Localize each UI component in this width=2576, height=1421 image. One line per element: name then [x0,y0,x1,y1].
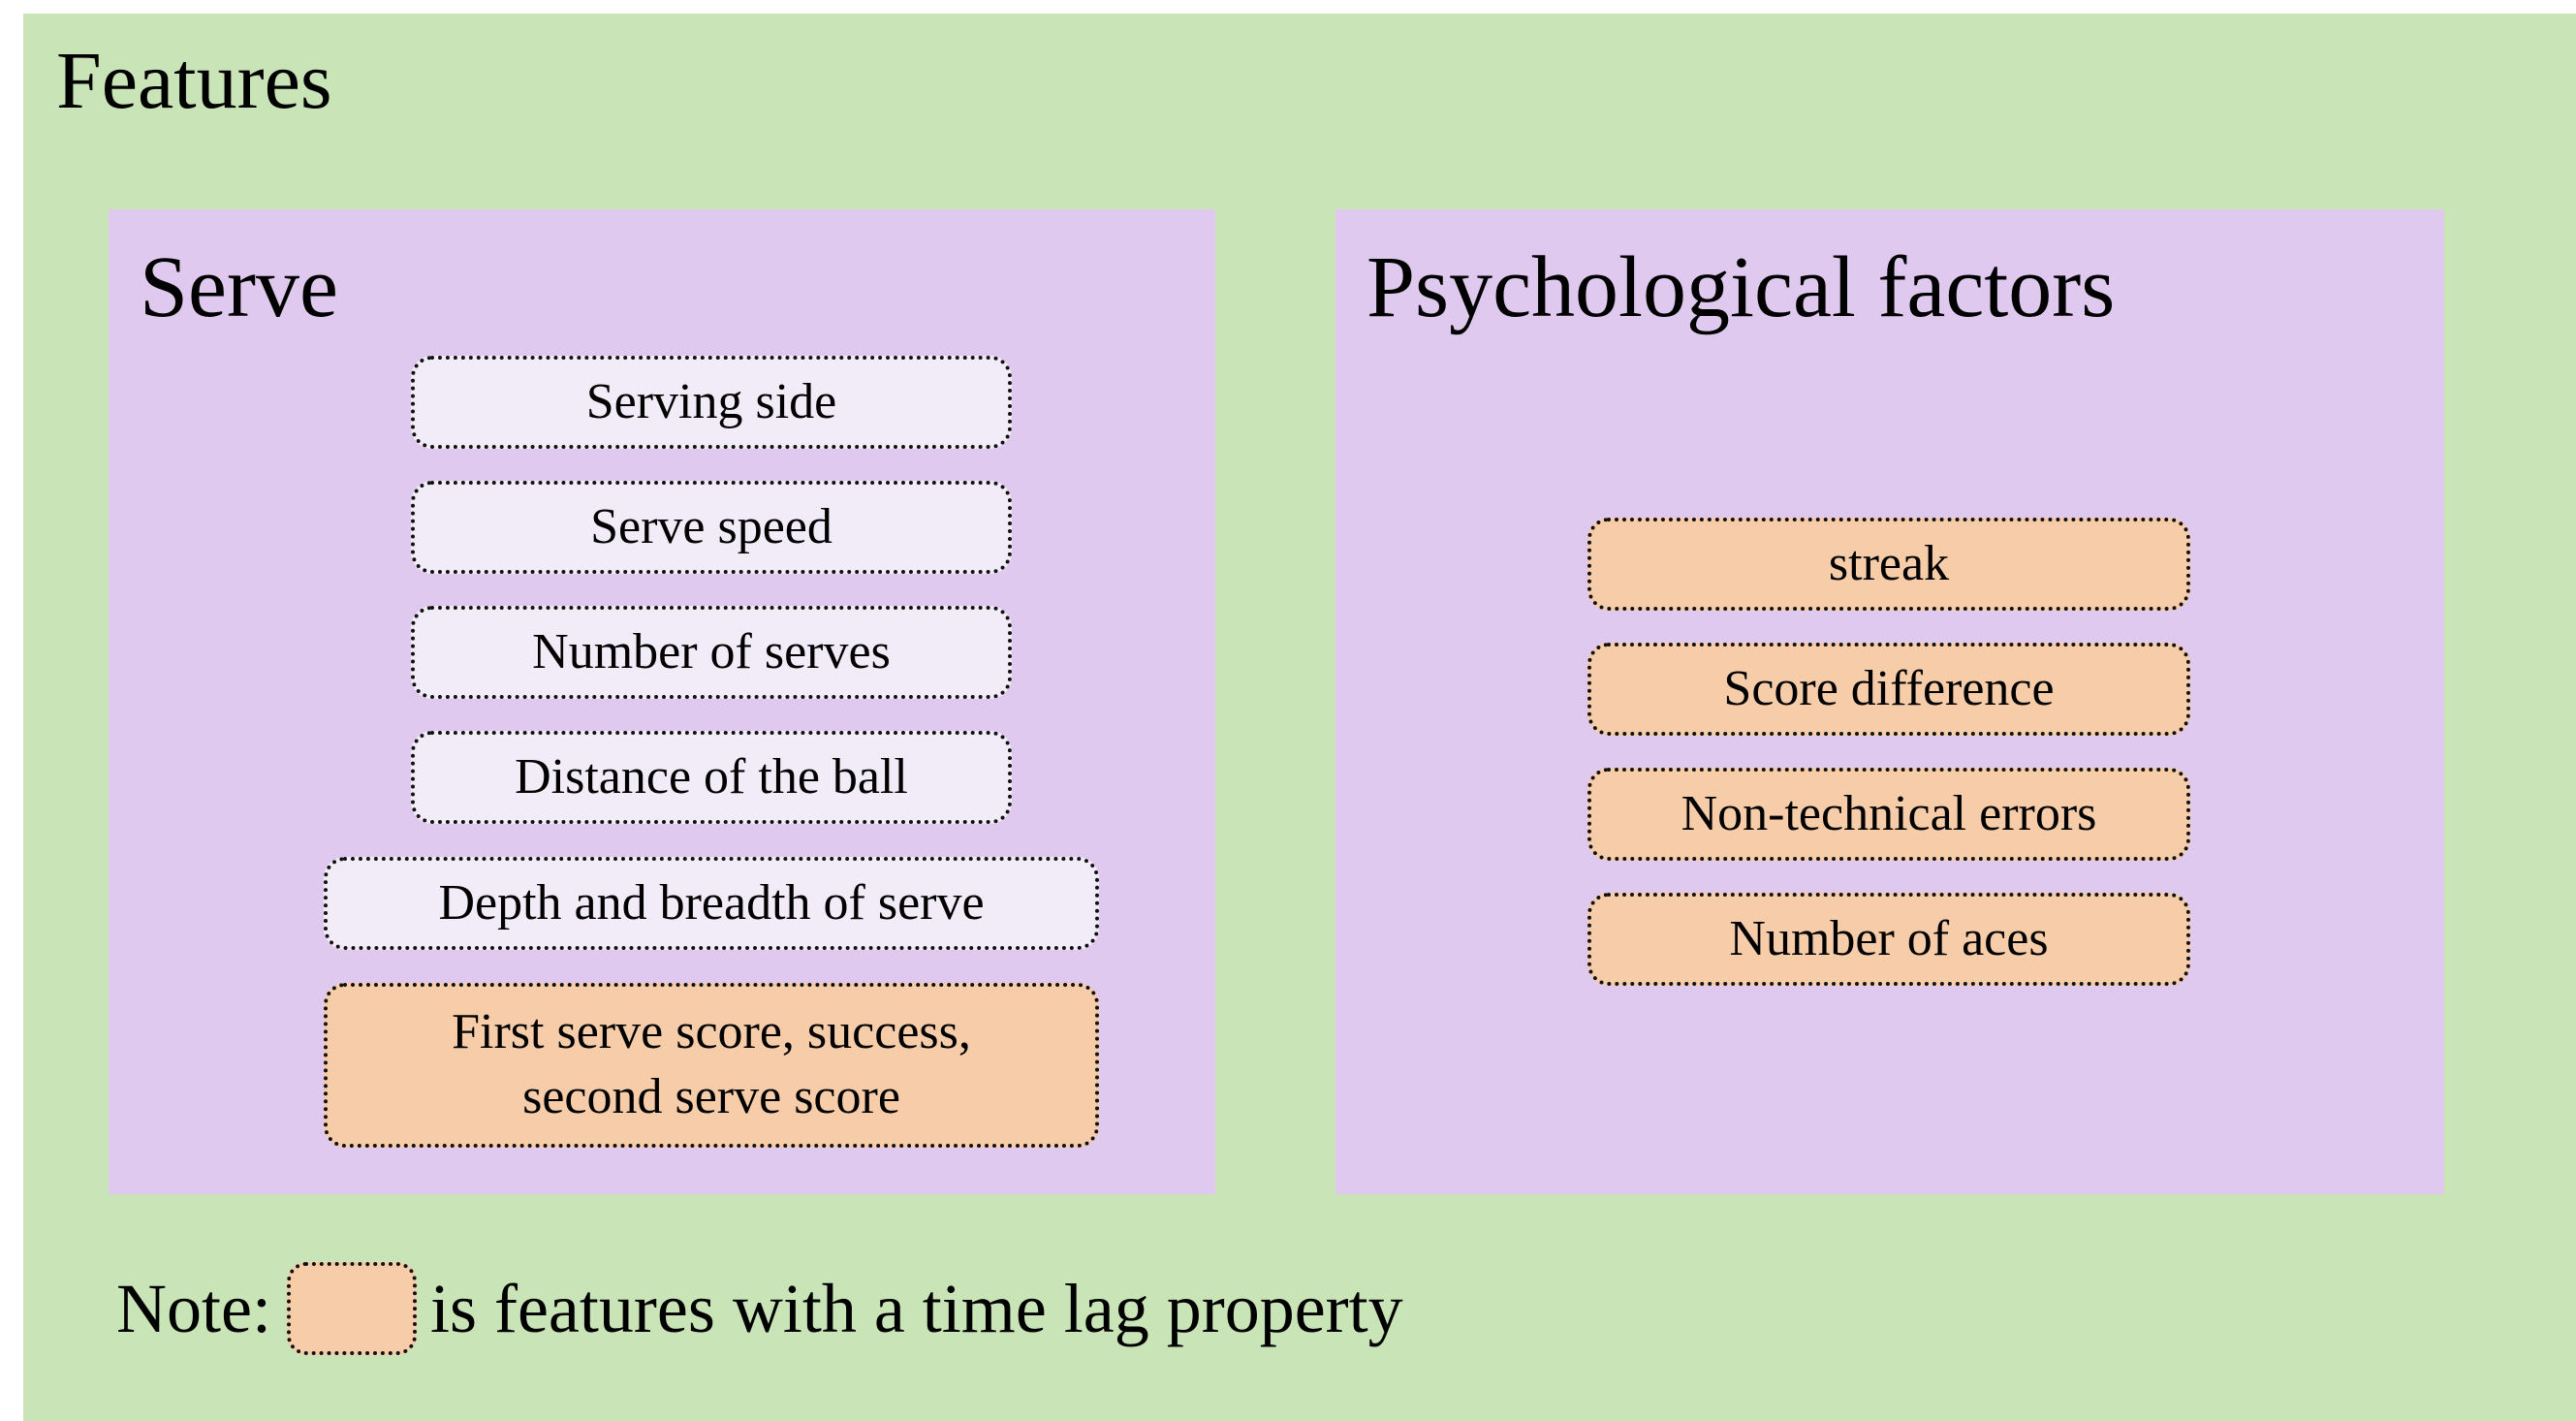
feature-first-serve-score: First serve score, success, second serve… [324,983,1099,1148]
feature-label: Number of aces [1729,910,2049,966]
psychological-factors-panel-title: Psychological factors [1367,239,2116,335]
feature-label: Serving side [585,373,837,429]
feature-label: Depth and breadth of serve [438,874,985,931]
legend-note: Note: is features with a time lag proper… [116,1260,1403,1357]
feature-label: Non-technical errors [1681,785,2097,841]
feature-number-of-serves: Number of serves [411,606,1012,699]
feature-label-line-2: second serve score [522,1069,900,1124]
feature-non-technical-errors: Non-technical errors [1587,768,2190,861]
time-lag-legend-swatch [286,1262,417,1355]
feature-score-difference: Score difference [1587,643,2190,736]
feature-serving-side: Serving side [411,356,1012,449]
feature-label: Score difference [1723,660,2055,716]
feature-label: Distance of the ball [515,748,908,805]
feature-streak: streak [1587,518,2190,611]
feature-label: Serve speed [590,498,832,554]
legend-note-text: is features with a time lag property [429,1269,1403,1347]
serve-panel: Serve Serving side Serve speed Number of… [109,209,1215,1194]
feature-label-line-1: First serve score, success, [452,1004,971,1060]
feature-serve-speed: Serve speed [411,481,1012,574]
serve-panel-title: Serve [140,239,338,335]
feature-label: streak [1828,535,1950,591]
psychological-factors-panel: Psychological factors streak Score diffe… [1335,209,2444,1194]
features-diagram: Features Serve Serving side Serve speed … [23,14,2576,1421]
feature-number-of-aces: Number of aces [1587,893,2190,986]
feature-distance-of-the-ball: Distance of the ball [411,731,1012,824]
feature-label: Number of serves [532,623,891,679]
feature-depth-and-breadth-of-serve: Depth and breadth of serve [324,857,1099,950]
diagram-title: Features [56,36,332,126]
legend-note-prefix: Note: [116,1269,271,1347]
